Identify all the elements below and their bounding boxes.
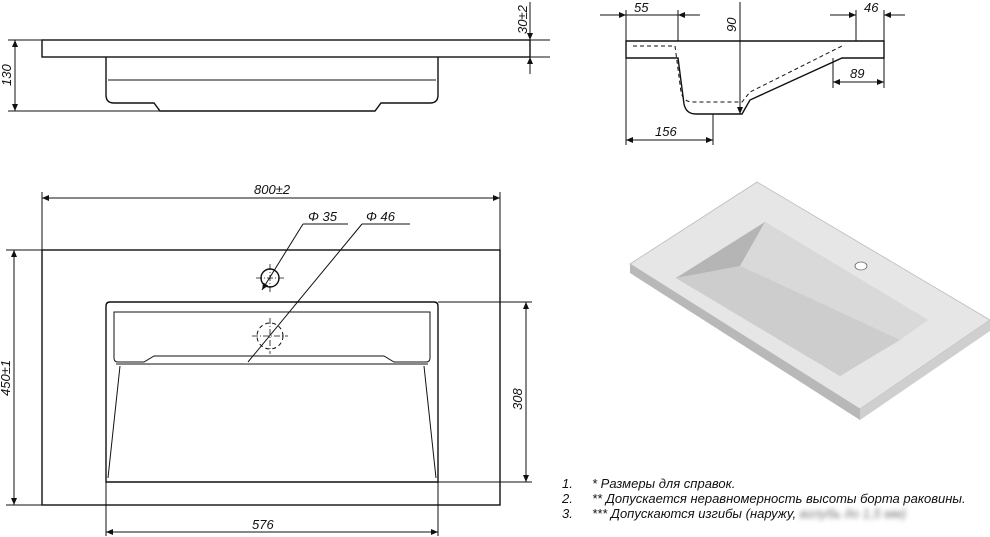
faucet-hole-render (854, 261, 868, 271)
note-3: 3. *** Допускаются изгибы (наружу, вглуб… (562, 506, 907, 521)
dim-overall-width: 800±2 (254, 182, 291, 197)
dim-hole-small: Φ 35 (308, 209, 338, 224)
dim-section-rim: 55 (634, 0, 649, 15)
note-1: 1. * Размеры для справок. (562, 476, 736, 491)
blurred-text: вглубь до 1,5 мм) (799, 506, 907, 521)
dim-overall-depth: 450±1 (0, 360, 13, 396)
dim-section-slope: 89 (850, 66, 864, 81)
dim-section-bottom: 156 (655, 124, 677, 139)
plan-view: Φ 35 Φ 46 800±2 450±1 308 576 (0, 182, 532, 536)
dim-bowl-depth: 308 (510, 388, 525, 410)
dim-section-edge: 46 (864, 0, 879, 15)
dim-bowl-width: 576 (252, 517, 274, 532)
note-2: 2. ** Допускается неравномерность высоты… (562, 491, 966, 506)
dim-rim-thickness: 30±2 (515, 4, 530, 34)
dim-hole-large: Φ 46 (366, 209, 396, 224)
dim-front-height: 130 (0, 64, 14, 86)
sink-3d-render (629, 181, 990, 420)
front-view: 130 30±2 (0, 2, 550, 112)
section-view: 55 90 46 89 156 (600, 0, 905, 145)
notes: 1. * Размеры для справок. 2. ** Допускае… (562, 476, 982, 521)
dim-section-depth: 90 (724, 17, 739, 32)
